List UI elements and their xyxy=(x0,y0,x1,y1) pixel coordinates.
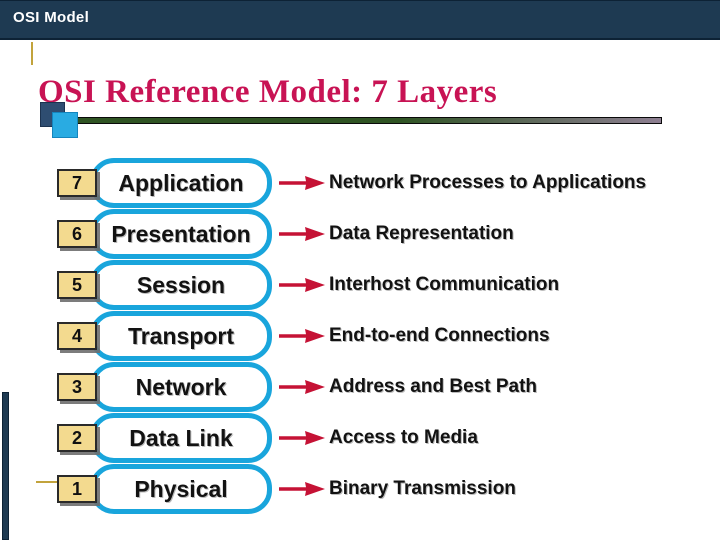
right-arrow-icon xyxy=(279,176,325,190)
layer-box: Presentation xyxy=(90,209,272,259)
layer-description: Interhost Communication xyxy=(329,274,560,295)
right-arrow-icon xyxy=(279,227,325,241)
layer-name: Transport xyxy=(127,322,235,349)
right-arrow-icon xyxy=(279,278,325,292)
layer-name: Data Link xyxy=(129,424,233,451)
layer-row-data-link: 2 Data Link Access to Media xyxy=(0,413,720,464)
layer-description: Network Processes to Applications xyxy=(329,172,647,193)
layer-box: Session xyxy=(90,260,272,310)
right-arrow-icon xyxy=(279,329,325,343)
layer-box: Application xyxy=(90,158,272,208)
layer-number-badge: 6 xyxy=(57,220,97,248)
layer-box: Network xyxy=(90,362,272,412)
gold-dash-horizontal xyxy=(36,481,57,483)
right-arrow-icon xyxy=(279,431,325,445)
left-navy-bar-decoration xyxy=(2,392,9,540)
layer-number-badge: 2 xyxy=(57,424,97,452)
header-bar: OSI Model xyxy=(0,0,720,40)
page-title: OSI Reference Model: 7 Layers xyxy=(38,74,498,110)
layer-row-session: 5 Session Interhost Communication xyxy=(0,260,720,311)
right-arrow-icon xyxy=(279,482,325,496)
gold-tick-vertical xyxy=(31,42,33,65)
layer-name: Application xyxy=(118,169,244,196)
layer-description: End-to-end Connections xyxy=(329,325,550,346)
layer-name: Network xyxy=(135,373,227,400)
layer-row-network: 3 Network Address and Best Path xyxy=(0,362,720,413)
layer-number-badge: 4 xyxy=(57,322,97,350)
layer-description: Address and Best Path xyxy=(329,376,537,397)
layer-description: Data Representation xyxy=(329,223,514,244)
layer-row-physical: 1 Physical Binary Transmission xyxy=(0,464,720,515)
layer-number-badge: 5 xyxy=(57,271,97,299)
layer-row-presentation: 6 Presentation Data Representation xyxy=(0,209,720,260)
layer-box: Data Link xyxy=(90,413,272,463)
layer-name: Physical xyxy=(134,475,228,502)
right-arrow-icon xyxy=(279,380,325,394)
header-title: OSI Model xyxy=(13,9,90,26)
layer-description: Binary Transmission xyxy=(329,478,516,499)
layer-number-badge: 3 xyxy=(57,373,97,401)
layer-name: Presentation xyxy=(111,220,251,247)
osi-layers-diagram: 7 Application Network Processes to Appli… xyxy=(0,158,720,515)
layer-description: Access to Media xyxy=(329,427,478,448)
layer-row-application: 7 Application Network Processes to Appli… xyxy=(0,158,720,209)
layer-name: Session xyxy=(136,271,226,298)
layer-row-transport: 4 Transport End-to-end Connections xyxy=(0,311,720,362)
layer-number-badge: 7 xyxy=(57,169,97,197)
blue-square-decoration xyxy=(52,112,78,138)
layer-box: Transport xyxy=(90,311,272,361)
layer-box: Physical xyxy=(90,464,272,514)
layer-number-badge: 1 xyxy=(57,475,97,503)
title-underline xyxy=(76,117,662,124)
